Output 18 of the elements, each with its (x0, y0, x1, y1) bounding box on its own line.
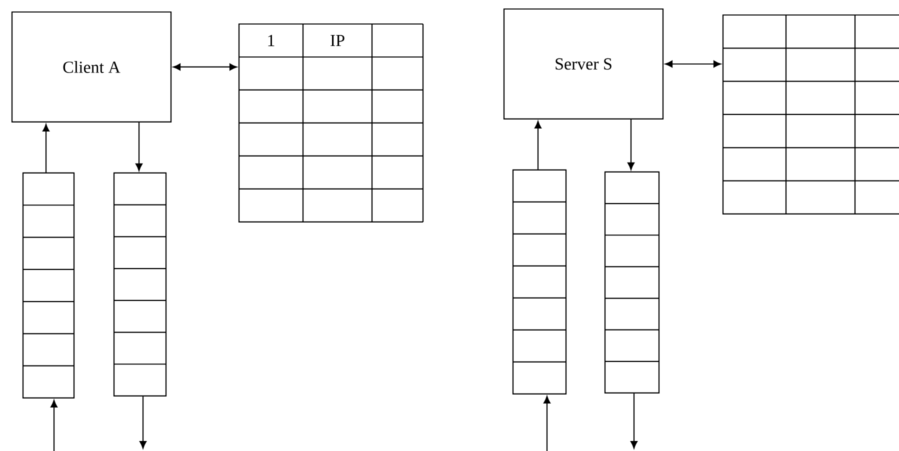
arrow (42, 124, 50, 172)
queue-drawing (512, 169, 567, 395)
arrow (628, 120, 634, 170)
arrow (534, 120, 542, 170)
arrow (172, 64, 238, 70)
arrow (664, 60, 722, 68)
queue-drawing (22, 172, 75, 399)
process-box: Client A (11, 11, 172, 123)
queue-drawing (113, 172, 167, 397)
process-box: Server S (503, 8, 664, 120)
queue-drawing (604, 171, 660, 394)
table: 1 IP (238, 23, 424, 223)
arrow (544, 396, 550, 451)
table (722, 14, 899, 215)
arrow (630, 394, 638, 449)
arrow (50, 400, 58, 451)
arrow (140, 396, 147, 449)
arrow (136, 122, 143, 172)
